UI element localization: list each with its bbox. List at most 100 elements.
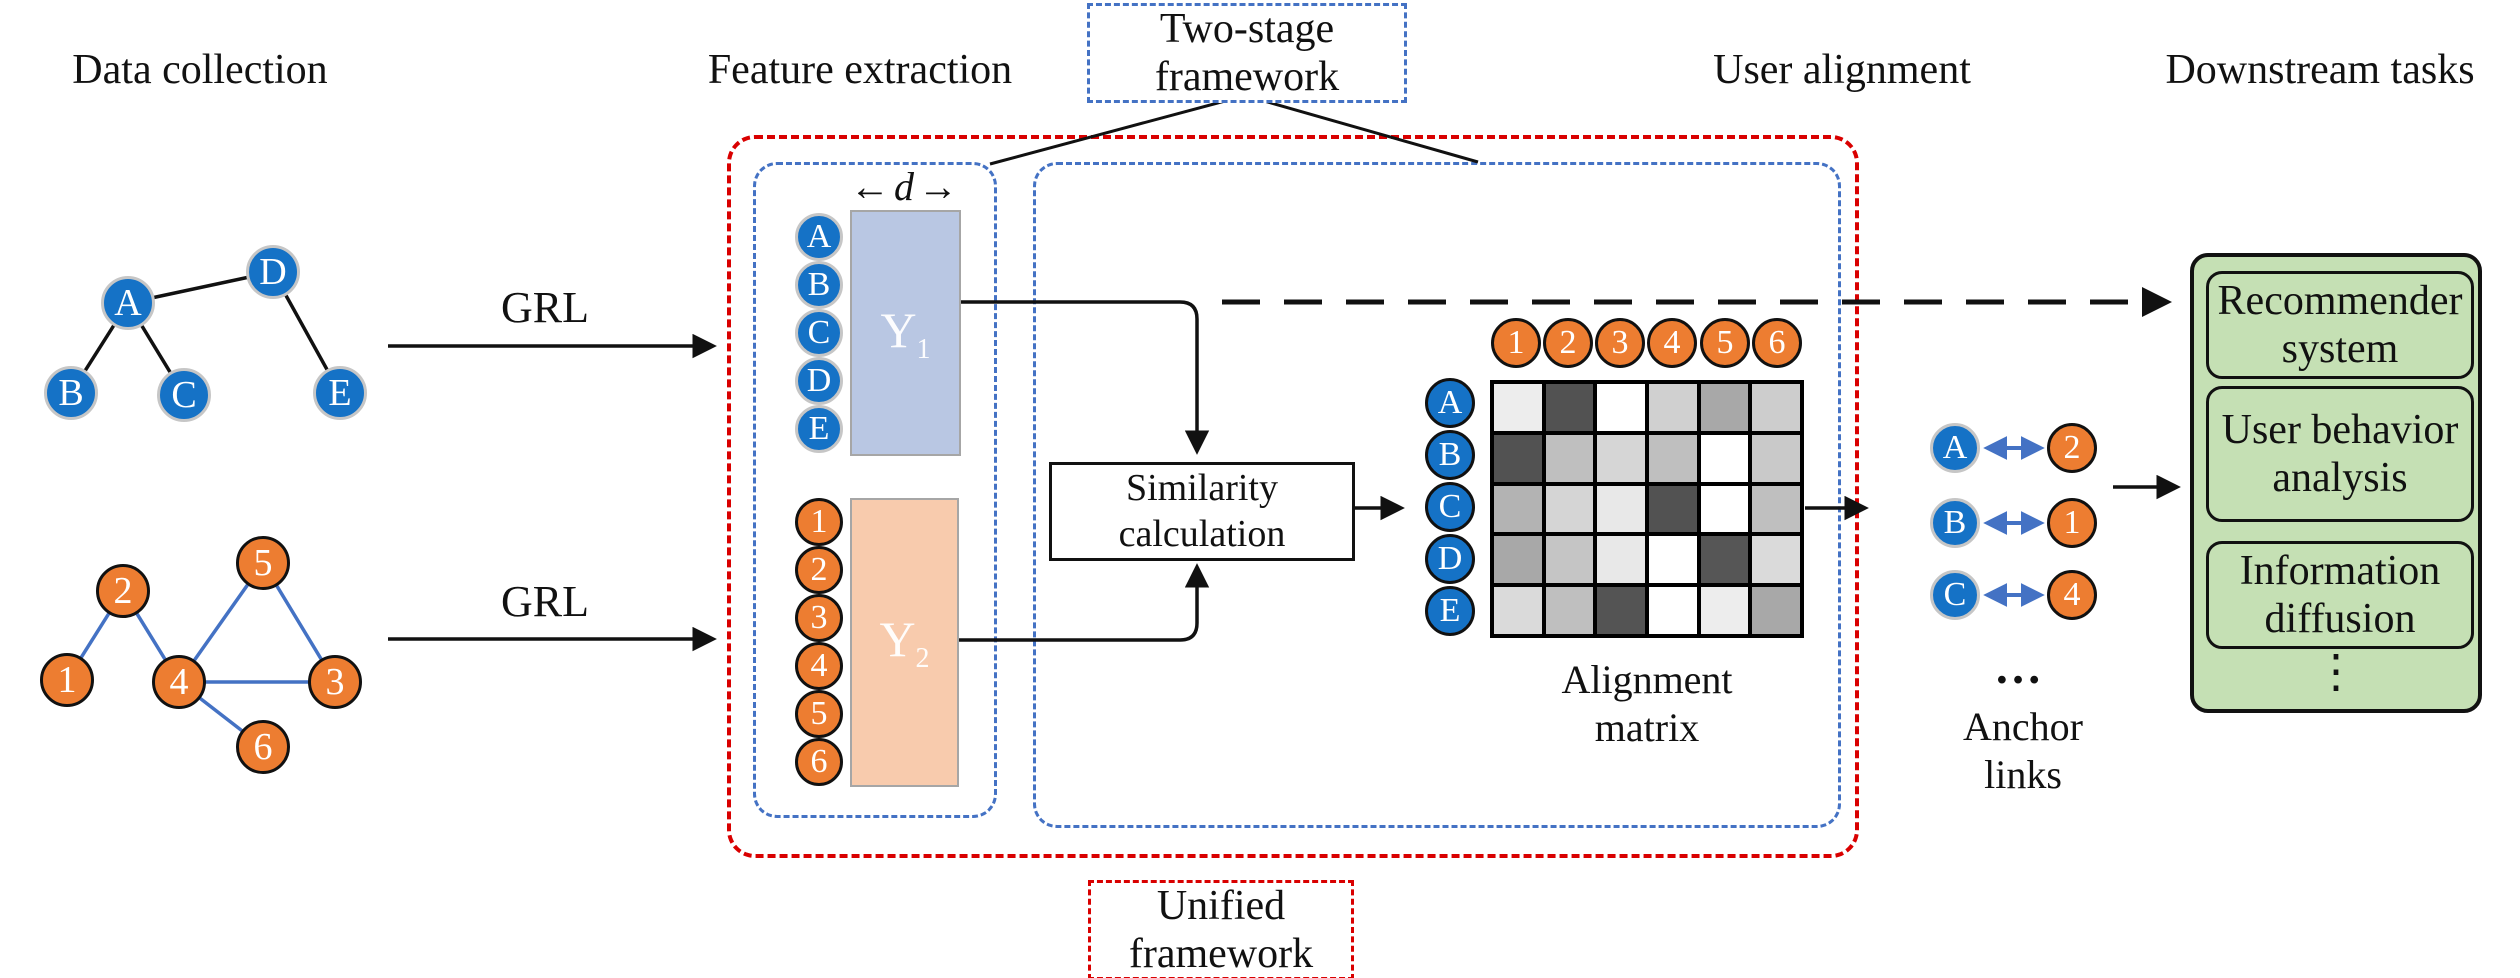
anchor-left-node: C [1930, 570, 1980, 620]
network1-node: C [157, 368, 211, 422]
embedding-matrix-y2: Y2 [850, 498, 959, 787]
header-data-collection: Data collection [72, 47, 328, 93]
matrix-row-node: E [1425, 586, 1475, 636]
two-stage-connector-right [1249, 95, 1479, 164]
matrix-cell [1597, 587, 1645, 634]
y1-row-node: B [795, 261, 843, 309]
matrix-cell [1597, 434, 1645, 482]
y1-row-node: C [795, 309, 843, 357]
downstream-tasks-panel: Recommender system User behavior analysi… [2190, 253, 2482, 713]
anchor-right-node: 2 [2047, 423, 2097, 473]
dim-symbol: d [894, 164, 914, 209]
matrix-cell [1494, 485, 1542, 533]
y1-row-node: E [795, 405, 843, 453]
y2-row-node: 3 [795, 594, 843, 642]
similarity-calculation-box: Similarity calculation [1049, 462, 1355, 561]
anchor-right-node: 4 [2047, 570, 2097, 620]
matrix-cell [1545, 485, 1594, 533]
matrix-cell [1597, 536, 1645, 584]
unified-line2: framework [1128, 931, 1314, 977]
y2-row-node: 1 [795, 498, 843, 546]
header-feature-extraction: Feature extraction [707, 47, 1013, 93]
y1-to-similarity-arrow [957, 300, 1210, 455]
grl-label-top: GRL [501, 283, 589, 332]
anchor-left-node: A [1930, 423, 1980, 473]
two-stage-connector-left [989, 95, 1241, 166]
matrix-cell [1545, 536, 1594, 584]
alignment-matrix-caption: Alignment matrix [1561, 657, 1733, 750]
network2-node: 4 [152, 655, 206, 709]
dim-left-arrow-icon: ← [850, 164, 890, 209]
y2-row-node: 2 [795, 546, 843, 594]
task-recommender-system: Recommender system [2206, 271, 2474, 379]
matrix-row-node: A [1425, 378, 1475, 428]
alignment-matrix [1490, 380, 1804, 638]
y2-row-node: 4 [795, 642, 843, 690]
matrix-col-node: 4 [1647, 318, 1697, 368]
matrix-cell [1494, 536, 1542, 584]
y1-label: Y1 [880, 301, 931, 365]
matrix-cell [1649, 536, 1697, 584]
similarity-line2: calculation [1118, 512, 1286, 555]
anchor-links-caption: Anchor links [1963, 704, 2083, 797]
y1-row-node: A [795, 213, 843, 261]
two-stage-line1: Two-stage [1159, 5, 1335, 52]
matrix-col-node: 1 [1491, 318, 1541, 368]
y2-row-node: 5 [795, 690, 843, 738]
matrix-cell [1752, 587, 1800, 634]
task-information-diffusion: Information diffusion [2206, 541, 2474, 649]
matrix-cell [1494, 384, 1542, 431]
stage2-box [1033, 162, 1841, 828]
dim-right-arrow-icon: → [918, 164, 958, 209]
matrix-cell [1700, 536, 1749, 584]
network2-node: 1 [40, 653, 94, 707]
matrix-cell [1545, 384, 1594, 431]
matrix-cell [1545, 587, 1594, 634]
network1-node: E [313, 366, 367, 420]
network1-node: A [101, 276, 155, 330]
dimension-label: ← d → [826, 163, 982, 210]
network2-node: 5 [236, 536, 290, 590]
network2-node: 6 [236, 720, 290, 774]
header-user-alignment: User alignment [1713, 47, 1971, 93]
network1-node: B [44, 366, 98, 420]
header-downstream-tasks: Downstream tasks [2165, 47, 2475, 93]
matrix-cell [1649, 384, 1697, 431]
matrix-col-node: 5 [1700, 318, 1750, 368]
grl-label-bottom: GRL [501, 577, 589, 626]
unified-line1: Unified [1156, 882, 1286, 929]
matrix-cell [1752, 434, 1800, 482]
matrix-row-node: D [1425, 534, 1475, 584]
embedding-matrix-y1: Y1 [850, 210, 961, 456]
network2-node: 2 [96, 564, 150, 618]
matrix-cell [1649, 485, 1697, 533]
anchor-link-arrows [1983, 436, 2045, 607]
matrix-cell [1752, 536, 1800, 584]
matrix-cell [1545, 434, 1594, 482]
matrix-cell [1597, 384, 1645, 431]
y2-row-node: 6 [795, 738, 843, 786]
y1-row-node: D [795, 357, 843, 405]
task-user-behavior-analysis: User behavior analysis [2206, 386, 2474, 522]
matrix-col-node: 3 [1595, 318, 1645, 368]
y2-to-similarity-arrow [955, 563, 1210, 642]
matrix-cell [1597, 485, 1645, 533]
matrix-cell [1752, 384, 1800, 431]
matrix-cell [1700, 587, 1749, 634]
matrix-row-node: B [1425, 430, 1475, 480]
matrix-cell [1700, 434, 1749, 482]
anchor-right-node: 1 [2047, 498, 2097, 548]
network1-node: D [246, 245, 300, 299]
matrix-cell [1649, 434, 1697, 482]
matrix-cell [1649, 587, 1697, 634]
stage1-box [753, 162, 997, 818]
similarity-line1: Similarity [1125, 466, 1278, 509]
anchor-links-ellipsis: … [1994, 641, 2046, 694]
matrix-cell [1752, 485, 1800, 533]
matrix-col-node: 2 [1543, 318, 1593, 368]
matrix-cell [1700, 485, 1749, 533]
matrix-cell [1700, 384, 1749, 431]
matrix-col-node: 6 [1752, 318, 1802, 368]
two-stage-line2: framework [1154, 54, 1340, 100]
